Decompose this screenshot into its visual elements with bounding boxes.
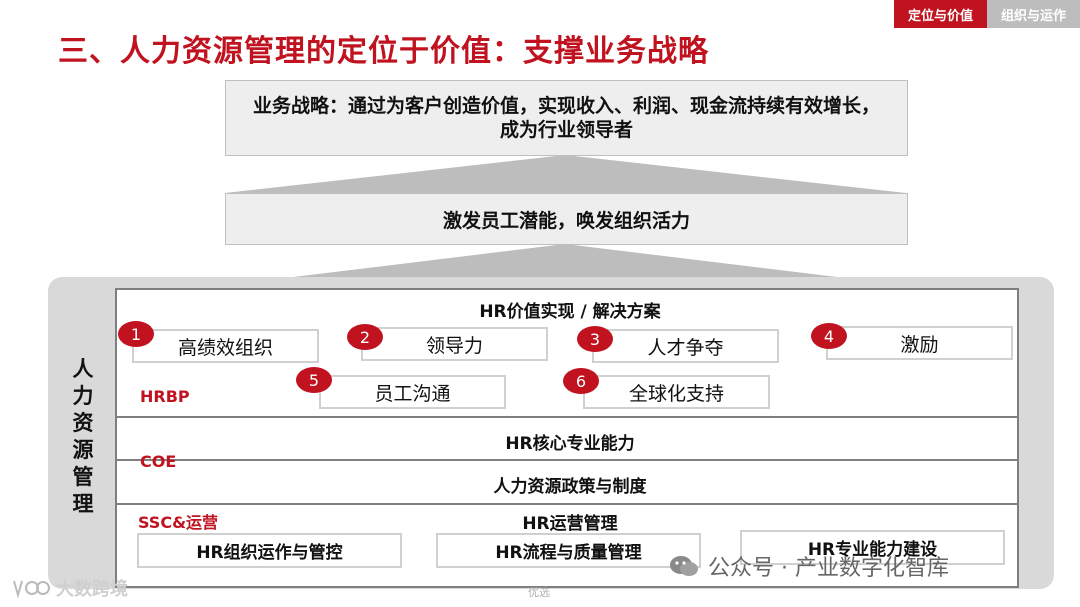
header-tabs: 定位与价值 组织与运作 <box>894 0 1080 28</box>
side-char: 人 <box>72 357 94 381</box>
item-global-support: 全球化支持 <box>583 375 770 409</box>
num-badge-1: 1 <box>118 321 154 347</box>
hrbp-label: HRBP <box>140 387 190 406</box>
coe-label: COE <box>140 452 177 471</box>
upper-triangle <box>225 155 906 193</box>
num-badge-6: 6 <box>563 368 599 394</box>
tab-positioning-value[interactable]: 定位与价值 <box>894 0 987 28</box>
side-char: 力 <box>72 384 94 408</box>
logo-icon <box>13 580 50 599</box>
ssc-label: SSC&运营 <box>138 513 219 532</box>
num-badge-4: 4 <box>811 323 847 349</box>
item-hr-process-quality: HR流程与质量管理 <box>436 533 701 568</box>
side-char: 理 <box>72 492 94 516</box>
business-strategy-box: 业务战略：通过为客户创造价值，实现收入、利润、现金流持续有效增长， 成为行业领导… <box>225 80 908 156</box>
item-hr-capability-building: HR专业能力建设 <box>740 530 1005 565</box>
item-leadership: 领导力 <box>361 327 548 361</box>
item-talent-war: 人才争夺 <box>592 329 779 363</box>
divider <box>115 503 1019 505</box>
item-hr-org-operation: HR组织运作与管控 <box>137 533 402 568</box>
wechat-watermark: 公众号 · 产业数字化智库 <box>668 550 949 582</box>
logo-watermark: 大数跨境 <box>10 575 128 601</box>
side-char: 资 <box>72 411 94 435</box>
num-badge-3: 3 <box>577 326 613 352</box>
strategy-line-1: 业务战略：通过为客户创造价值，实现收入、利润、现金流持续有效增长， <box>252 95 880 117</box>
hr-value-title: HR价值实现 / 解决方案 <box>479 302 661 322</box>
item-incentive: 激励 <box>826 326 1013 360</box>
item-high-performance-org: 高绩效组织 <box>132 329 319 363</box>
item-employee-communication: 员工沟通 <box>319 375 506 409</box>
strategy-line-2: 成为行业领导者 <box>499 119 633 141</box>
footer-text: 优选 <box>528 586 550 599</box>
hr-management-side-label: 人 力 资 源 管 理 <box>70 356 96 518</box>
ssc-title: HR运营管理 <box>522 514 618 534</box>
wechat-icon <box>670 556 698 576</box>
page-title: 三、人力资源管理的定位于价值：支撑业务战略 <box>58 34 709 69</box>
employee-potential-box: 激发员工潜能，唤发组织活力 <box>225 193 908 245</box>
coe-title-policy: 人力资源政策与制度 <box>493 477 647 497</box>
num-badge-5: 5 <box>296 367 332 393</box>
coe-title-core: HR核心专业能力 <box>505 434 635 454</box>
divider <box>115 416 1019 418</box>
lower-triangle <box>285 244 845 278</box>
side-char: 源 <box>72 438 94 462</box>
divider <box>115 459 1019 461</box>
num-badge-2: 2 <box>347 324 383 350</box>
side-char: 管 <box>72 465 94 489</box>
wechat-watermark-text: 公众号 · 产业数字化智库 <box>708 556 949 581</box>
tab-organization-operation[interactable]: 组织与运作 <box>987 0 1080 28</box>
logo-watermark-text: 大数跨境 <box>56 579 128 600</box>
